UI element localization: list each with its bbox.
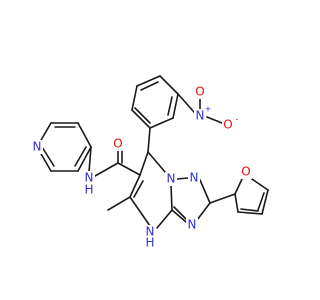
amide-nitrogen-bg	[83, 171, 95, 185]
amide-hydrogen-label: H	[84, 183, 93, 197]
bond-fu-d	[240, 208, 259, 212]
bond-ph-3	[136, 75, 161, 87]
bond-nh-co	[94, 162, 119, 177]
molecule-structure: O N H N N + O O - N N N N H O	[31, 75, 269, 250]
bond-layer	[36, 75, 269, 229]
bond-pyr-d2	[74, 146, 87, 167]
bond-ph-d1	[140, 81, 159, 91]
bond-fu-3	[261, 189, 269, 215]
bond-co-c6	[117, 162, 141, 176]
bond-pyr-nh	[88, 146, 92, 173]
nitro-nitrogen-label: N	[196, 109, 205, 123]
ring-nitrogen-label: N	[146, 225, 155, 239]
bond-tr-4	[171, 209, 187, 223]
bond-tr-3	[196, 202, 211, 221]
atom-label-layer: O N H N N + O O - N N N N H O	[31, 85, 252, 250]
bond-ph-5	[172, 93, 179, 119]
bond-fu-link	[209, 193, 236, 204]
bond-ph-1	[131, 109, 151, 129]
nitro-oxygen-side-bg	[222, 118, 234, 132]
bond-pyr-4	[77, 146, 92, 172]
bond-pm-4	[129, 196, 151, 227]
bond-pyr-3	[77, 122, 92, 148]
amide-hydrogen-bg	[83, 183, 95, 197]
bond-ph-2	[131, 85, 138, 111]
bond-pm-1	[139, 151, 149, 176]
nitro-nitrogen-bg	[194, 109, 206, 123]
bond-pyr-d3	[41, 146, 55, 167]
bond-ph-d2	[167, 96, 173, 116]
bond-ph-d3	[134, 107, 151, 124]
bond-pm-5	[156, 209, 173, 229]
amide-oxygen-bg	[112, 137, 124, 151]
bond-methyl	[107, 196, 131, 211]
bond-fu-4	[237, 211, 263, 215]
bond-ph-link	[147, 127, 151, 153]
bond-pm-6	[170, 184, 173, 211]
nitro-minus-charge: -	[236, 115, 239, 124]
amide-oxygen-label: O	[113, 137, 122, 151]
bond-pm-3	[129, 174, 141, 198]
bond-fu-5	[234, 193, 239, 213]
bond-pm-d	[133, 180, 144, 198]
bond-no-link	[177, 93, 195, 113]
ring-hydrogen-label: H	[145, 236, 154, 250]
bond-tr-2	[199, 179, 211, 204]
ring-nitrogen-bg	[144, 225, 156, 239]
nitro-oxygen-top-label: O	[195, 85, 204, 99]
triazole-n1-bg	[165, 172, 177, 186]
amide-nitrogen-label: N	[85, 171, 94, 185]
bond-fu-1	[234, 176, 244, 195]
triazole-n1-label: N	[167, 172, 176, 186]
nitro-oxygen-side-label: O	[223, 118, 232, 132]
bond-ph-6	[149, 117, 174, 129]
nitro-oxygen-top-bg	[194, 85, 206, 99]
triazole-n2-label: N	[190, 171, 199, 185]
triazole-n2-bg	[188, 171, 200, 185]
bond-ph-4	[159, 75, 179, 95]
bond-tr-5	[173, 206, 187, 220]
furan-oxygen-label: O	[241, 165, 250, 179]
ring-hydrogen-bg	[144, 236, 156, 250]
triazole-n4-label: N	[188, 218, 197, 232]
bond-tr-1	[176, 177, 189, 180]
pyridine-nitrogen-bg	[31, 140, 43, 154]
bond-no-o2	[206, 116, 223, 124]
nitro-plus-charge: +	[205, 105, 212, 114]
triazole-n4-bg	[186, 218, 198, 232]
bond-fu-d2	[257, 192, 265, 211]
pyridine-nitrogen-label: N	[33, 140, 42, 154]
furan-oxygen-bg	[240, 165, 252, 179]
bond-fu-2	[248, 176, 269, 191]
